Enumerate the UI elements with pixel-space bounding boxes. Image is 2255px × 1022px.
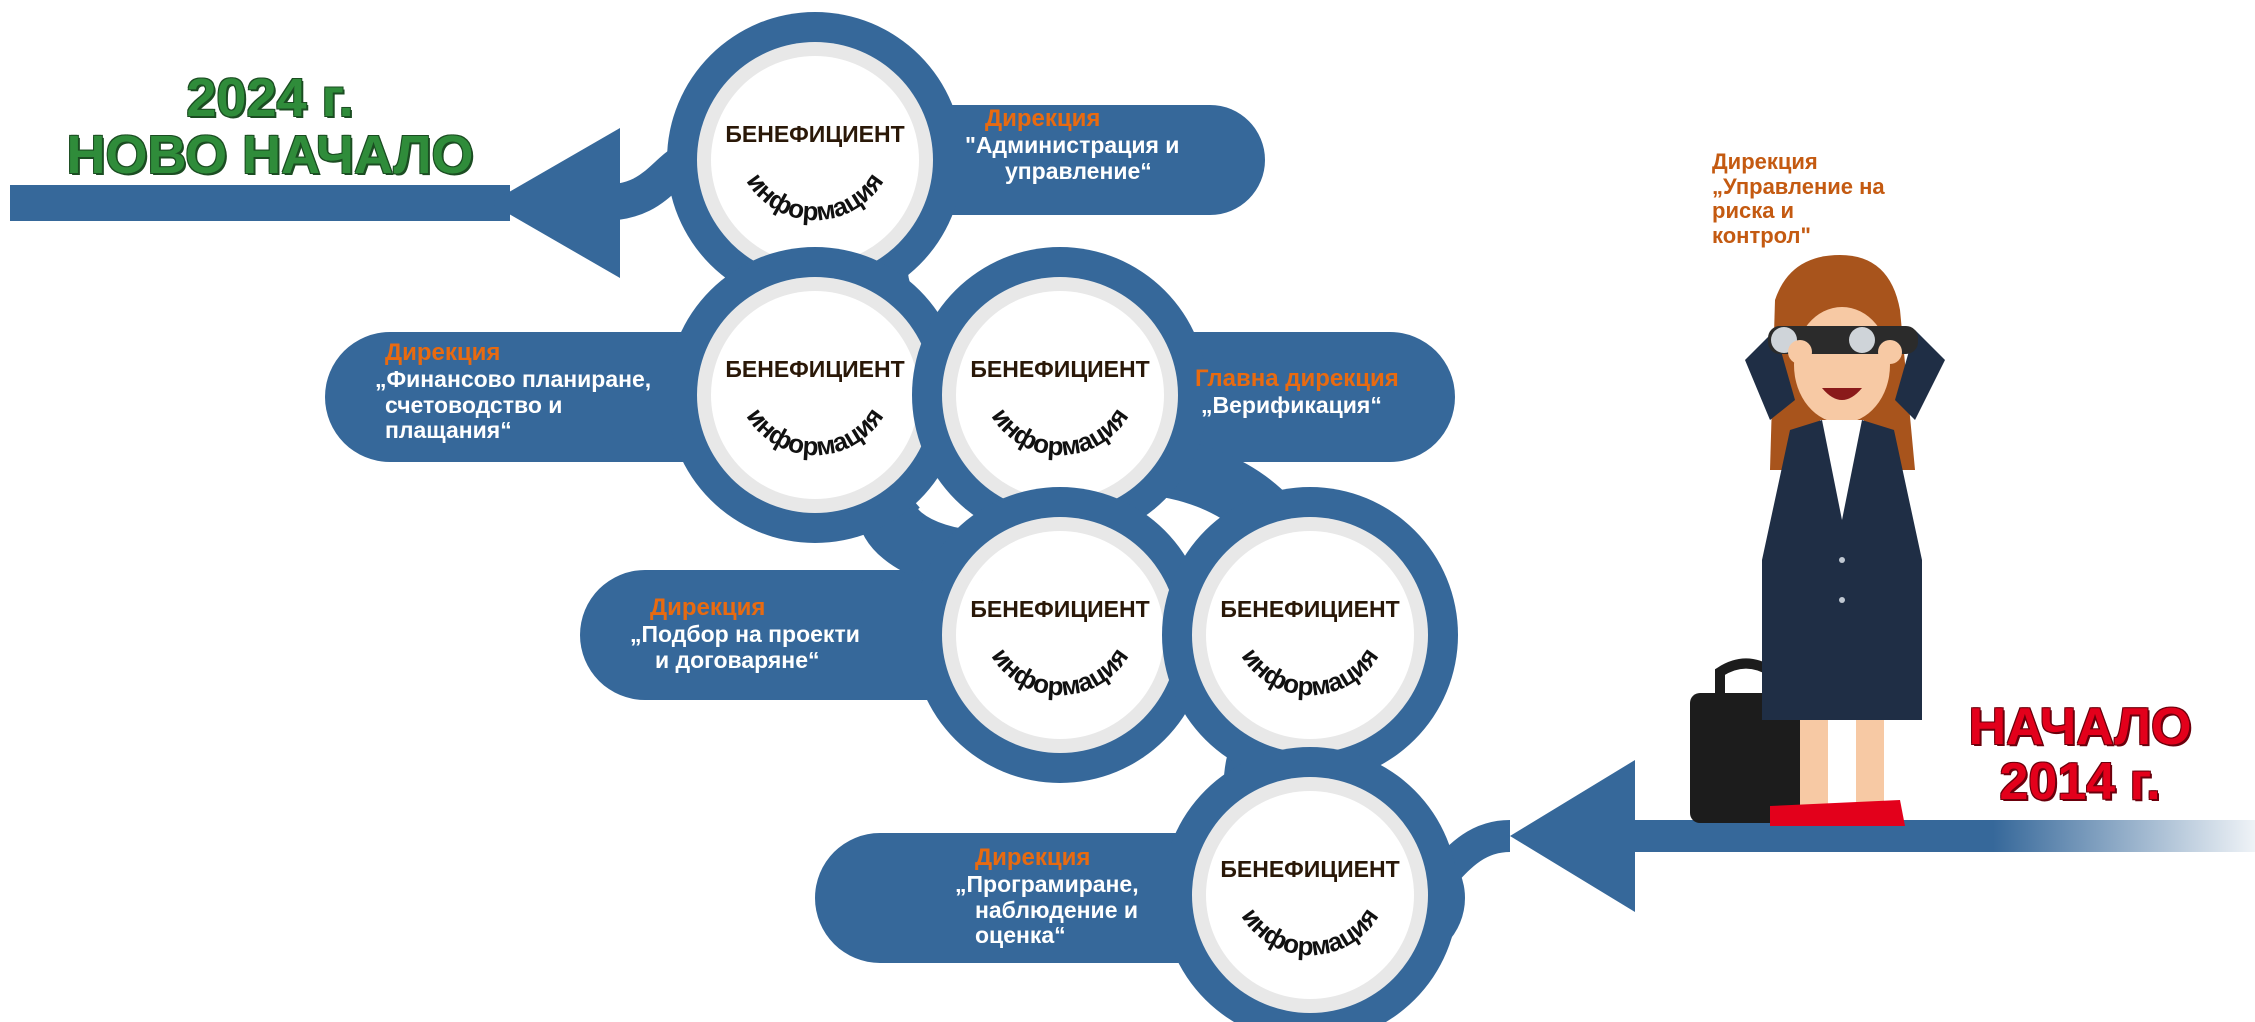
new-start-heading: 2024 г. НОВО НАЧАЛО (40, 70, 500, 183)
left-arm (1745, 330, 1795, 420)
beneficiary-title: БЕНЕФИЦИЕНТ (970, 596, 1149, 622)
beneficiary-title: БЕНЕФИЦИЕНТ (970, 356, 1149, 382)
shoes (1770, 800, 1905, 826)
new-start-text: НОВО НАЧАЛО (66, 124, 474, 185)
beneficiary-title: БЕНЕФИЦИЕНТ (725, 356, 904, 382)
new-start-year: 2024 г. (186, 68, 354, 128)
directorate-finance: Дирекция „Финансово планиране, счетоводс… (375, 339, 652, 444)
directorate-administration: Дирекция "Администрация и управление“ (965, 105, 1180, 184)
woman-illustration (1690, 255, 1945, 826)
jacket (1762, 420, 1922, 720)
directorate-selection: Дирекция „Подбор на проекти и договаряне… (630, 594, 860, 673)
beneficiary-title: БЕНЕФИЦИЕНТ (1220, 596, 1399, 622)
face (1794, 307, 1890, 423)
directorate-verification: Главна дирекция „Верификация“ (1195, 365, 1399, 418)
new-start-line (10, 185, 510, 221)
directorate-programming: Дирекция „Програмиране, наблюдение и оце… (955, 844, 1139, 949)
beneficiary-title: БЕНЕФИЦИЕНТ (1220, 856, 1399, 882)
right-arm (1895, 330, 1945, 420)
start-text: НАЧАЛО (1968, 698, 2192, 756)
beneficiary-title: БЕНЕФИЦИЕНТ (725, 121, 904, 147)
start-line (1600, 820, 2255, 852)
briefcase (1690, 693, 1802, 823)
start-heading: НАЧАЛО 2014 г. (1940, 700, 2220, 809)
new-start-arrowhead (490, 128, 620, 278)
risk-directorate-label: Дирекция „Управление на риска и контрол" (1712, 149, 1885, 248)
legs (1800, 720, 1828, 808)
circle-nodes: БЕНЕФИЦИЕНТинформацияБЕНЕФИЦИЕНТинформац… (667, 12, 1458, 1022)
start-arrowhead (1510, 760, 1635, 912)
mouth (1822, 388, 1862, 400)
start-year: 2014 г. (1999, 752, 2161, 811)
